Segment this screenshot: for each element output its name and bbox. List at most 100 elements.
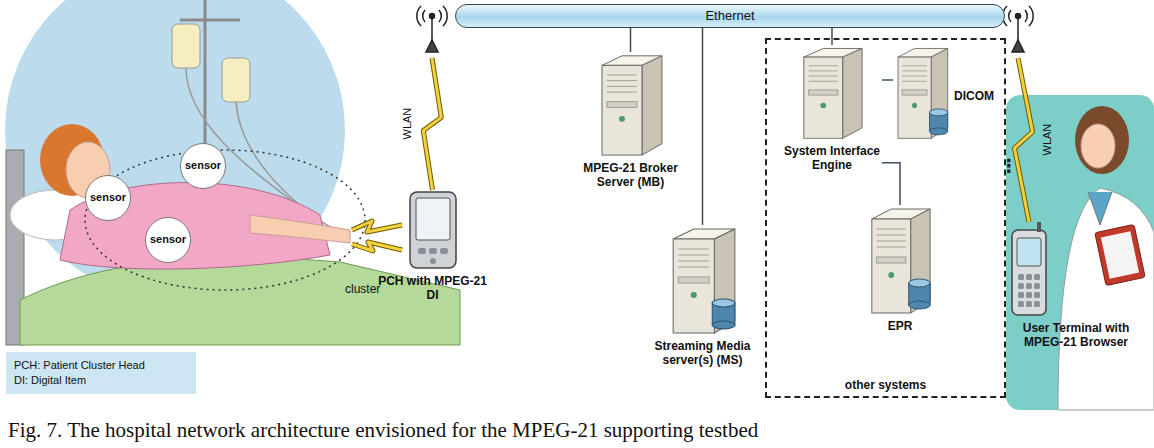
icon-part	[667, 225, 739, 335]
region-label: cluster	[345, 282, 380, 296]
icon-part	[1026, 301, 1032, 307]
icon-part	[1018, 292, 1024, 298]
sensor-circle: sensor	[145, 217, 191, 263]
icon-part	[607, 86, 637, 87]
bus-label: Ethernet	[705, 8, 754, 24]
server-icon	[596, 52, 666, 157]
link-label: WLAN	[1041, 124, 1054, 156]
icon-part	[902, 81, 927, 82]
icon-part	[888, 272, 894, 278]
bolt-fill	[1015, 58, 1033, 222]
device-label: EPR	[860, 319, 940, 333]
icon-part	[877, 241, 906, 242]
icon-part	[607, 102, 637, 108]
doctor-hair	[1075, 106, 1129, 174]
icon-part	[912, 103, 917, 108]
icon-part	[410, 192, 456, 268]
icon-part	[1034, 274, 1040, 280]
icon-part	[607, 74, 637, 75]
network-cable	[882, 163, 900, 205]
icon-part	[898, 57, 931, 138]
network-cable	[882, 80, 893, 81]
icon-part	[712, 299, 735, 307]
wireless-bolt	[352, 221, 402, 232]
abbreviation-box: PCH: Patient Cluster HeadDI: Digital Ite…	[6, 352, 196, 394]
icon-part	[820, 103, 826, 108]
icon-part	[877, 247, 906, 248]
icon-part	[809, 90, 838, 95]
sensor-label: sensor	[185, 159, 221, 172]
doctor-scene	[1006, 95, 1154, 410]
icon-part	[1026, 283, 1032, 289]
sensor-label: sensor	[90, 191, 126, 204]
icon-part	[642, 56, 662, 155]
icon-part	[798, 45, 866, 140]
cable-line	[702, 28, 704, 225]
antenna-tip	[430, 14, 435, 19]
icon-part	[602, 65, 642, 155]
icon-part	[929, 128, 947, 135]
icon-part	[1034, 283, 1040, 289]
icon-part	[673, 239, 714, 333]
signal-arcs	[417, 6, 447, 26]
icon-part	[619, 116, 625, 122]
bolt-fill	[423, 58, 441, 190]
icon-part	[712, 321, 735, 329]
server: EPR	[860, 205, 940, 333]
patient-scene	[5, 0, 460, 345]
doctor-face	[1081, 124, 1115, 168]
antenna-base	[426, 40, 438, 52]
icon-part	[877, 229, 906, 230]
legend-text: PCH: Patient Cluster Head	[14, 358, 188, 373]
icon-part	[416, 198, 450, 240]
legend-text: DI: Digital Item	[14, 373, 188, 388]
iv-bag	[172, 24, 200, 68]
icon-part	[1017, 238, 1041, 266]
sensor-label: sensor	[150, 233, 186, 246]
cable-line	[630, 28, 632, 52]
sensor-circle: sensor	[85, 175, 131, 221]
bed-sheet	[20, 258, 460, 345]
icon-part	[678, 249, 709, 250]
icon-part	[678, 255, 709, 256]
wireless-bolt	[352, 242, 402, 251]
sensor-circle: sensor	[180, 143, 226, 189]
device-label: MPEG-21 Broker Server (MB)	[568, 161, 693, 190]
antenna	[417, 6, 447, 52]
server-icon	[866, 205, 934, 315]
clipboard-paper	[1101, 231, 1139, 278]
icon-part	[909, 301, 930, 309]
doctor-collar	[1088, 192, 1112, 225]
cable-line	[882, 79, 893, 81]
icon-part	[1012, 230, 1046, 315]
patient-cluster-head: PCH with MPEG-21 DI	[375, 190, 490, 303]
bolt-outline	[423, 58, 441, 190]
cable-line	[831, 28, 833, 45]
icon-part	[1018, 283, 1024, 289]
icon-part	[809, 81, 838, 82]
wireless-bolt	[352, 221, 402, 232]
antenna	[1003, 6, 1033, 52]
icon-part	[429, 248, 437, 254]
server: DICOM	[893, 45, 1001, 140]
icon-part	[902, 76, 927, 77]
icon-part	[804, 57, 843, 138]
icon-part	[866, 205, 934, 315]
icon-part	[872, 219, 911, 313]
device-label: User Terminal with MPEG-21 Browser	[1002, 321, 1150, 350]
icon-part	[690, 292, 696, 298]
room-background	[5, 0, 345, 300]
icon-part	[607, 92, 637, 93]
icon-part	[877, 257, 906, 263]
server-icon	[667, 225, 739, 335]
icon-part	[1018, 301, 1024, 307]
icon-part	[809, 65, 838, 66]
network-cable	[832, 28, 833, 45]
icon-part	[1010, 222, 1048, 317]
pda-icon	[408, 190, 458, 270]
icon-part	[418, 248, 426, 254]
server: MPEG-21 Broker Server (MB)	[568, 52, 693, 190]
figure-caption: Fig. 7. The hospital network architectur…	[8, 418, 758, 443]
icon-part	[809, 76, 838, 77]
icon-part	[440, 248, 448, 254]
